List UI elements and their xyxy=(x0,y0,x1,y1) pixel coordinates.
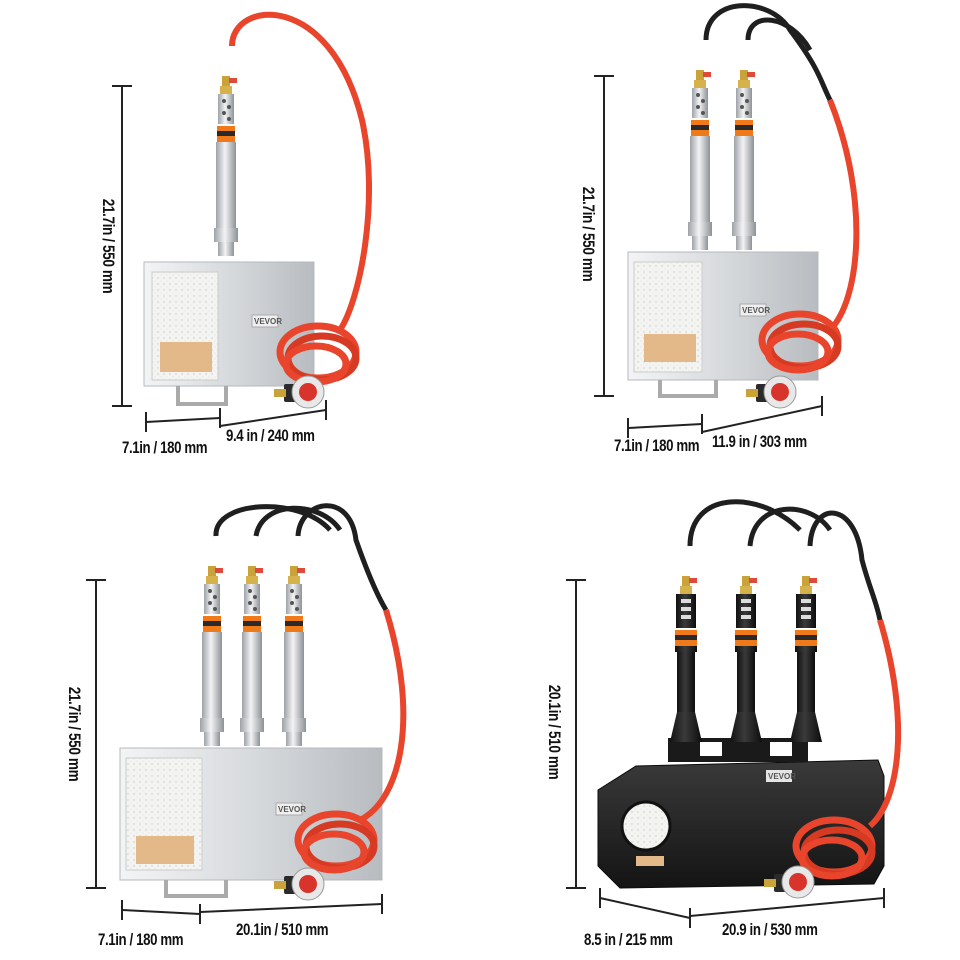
height-dimension-line xyxy=(566,579,586,889)
bottom-dimension-lines xyxy=(121,894,383,924)
bottom-dimension-lines xyxy=(627,396,823,438)
svg-text:VEVOR: VEVOR xyxy=(278,805,306,814)
panel-double-burner: VEVOR xyxy=(594,3,860,438)
height-label: 20.1in / 510 mm xyxy=(545,684,564,780)
height-dimension-line xyxy=(86,579,106,889)
height-dimension-line xyxy=(594,75,614,397)
height-dimension-line xyxy=(112,85,132,407)
height-label: 21.7in / 550 mm xyxy=(65,686,84,782)
panel-triple-burner-steel: VEVOR xyxy=(86,503,407,924)
depth-label: 8.5 in / 215 mm xyxy=(584,930,673,949)
width-label: 9.4 in / 240 mm xyxy=(226,426,315,445)
svg-text:VEVOR: VEVOR xyxy=(742,306,770,315)
depth-label: 7.1in / 180 mm xyxy=(98,930,184,949)
height-label: 21.7in / 550 mm xyxy=(99,198,118,294)
width-label: 11.9 in / 303 mm xyxy=(712,432,807,451)
panel-single-burner: VEVOR xyxy=(112,11,373,432)
bottom-dimension-lines xyxy=(145,400,327,432)
svg-text:VEVOR: VEVOR xyxy=(768,772,796,781)
depth-label: 7.1in / 180 mm xyxy=(122,438,208,457)
height-label: 21.7in / 550 mm xyxy=(579,186,598,282)
width-label: 20.9 in / 530 mm xyxy=(722,920,818,939)
bottom-dimension-lines xyxy=(599,888,885,928)
depth-label: 7.1in / 180 mm xyxy=(614,436,700,455)
panel-triple-burner-black: VEVOR xyxy=(566,499,902,928)
svg-text:VEVOR: VEVOR xyxy=(254,317,282,326)
width-label: 20.1in / 510 mm xyxy=(236,920,329,939)
